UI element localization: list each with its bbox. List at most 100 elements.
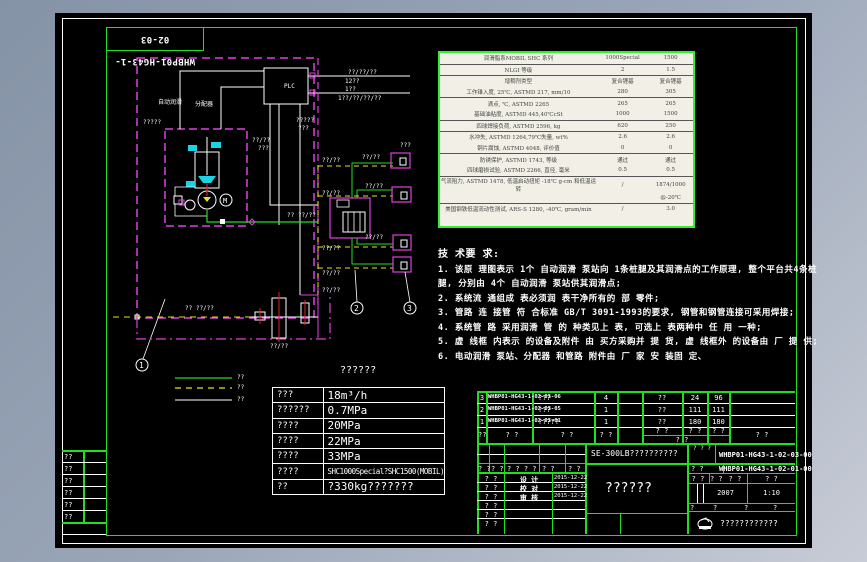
doc-no-label: ? ? ? [692,445,712,452]
outer-frame [62,18,806,544]
pump-sub: ??? [258,145,269,152]
signer-role: ? ? [484,520,498,528]
technical-requirements: 技 术要 求: 1. 该原 理图表示 1个 自动润滑 泵站向 1条桩腿及其润滑点… [438,248,819,364]
branch-label: ??/?? [322,245,341,252]
bom-header-qty: ? ? [599,431,613,439]
sheet-row: ? [690,504,695,512]
bom-code: WHBP01-HG43-1-02-03-01 [488,418,561,424]
lube-point [390,152,411,169]
branch-label: ??/?? [322,190,341,197]
balloon-3 [403,301,417,315]
param-row: ???18m³/h [272,386,446,404]
sheet-row: ? [744,504,749,512]
strip-label: ?? [64,477,73,485]
valve-group-label: 分配器 [195,101,214,108]
doc-no-1: WHBP01-HG43-1-02-03-00 [719,451,812,459]
requirement-line: 6. 电动润滑 泵站、分配器 和管路 附件由 厂 家 安 装固 定、 [438,351,707,362]
branch-label: ??/?? [365,183,384,190]
signer-name: 审 核 [519,494,539,502]
balloon-text: 3 [407,304,412,313]
requirement-line: 1. 该原 理图表示 1个 自动润滑 泵站向 1条桩腿及其润滑点的工作原理, 整… [438,264,818,275]
scale-value: 1:10 [763,489,780,497]
company-name: ???????????? [720,519,778,528]
spec-property: 润滑脂系MOBIL SHC 系列 [440,53,597,65]
param-value: 0.7MPa [322,402,446,419]
strip-label: ?? [64,453,73,461]
balloon-1 [135,358,149,372]
requirement-line: 4. 系统管 路 采用润滑 管 的 种类见上 表, 可选上 表两种中 任 用 一… [438,322,762,333]
bom-mat: ?? [657,394,667,402]
spec-property: NLGI 等级 [440,64,597,77]
distributor-box [329,197,371,239]
param-key: ?????? [272,402,324,419]
sheet-row: ? [713,504,718,512]
spec-property: 铜片腐蚀, ASTMD 4048, 评价值 [440,142,597,155]
rev-header: ? ? [568,465,581,473]
drawing-code-box: WHBP01-HG43-1-02-03 [106,27,204,66]
left-mid-label: ??? [298,125,309,132]
param-row: ????20MPa [272,417,446,434]
left-strip: ?? ?? ?? ?? ?? ?? [62,450,106,542]
spec-property: 滴点, ℃, ASTMD 2265 [487,101,550,108]
param-row: ??????0.7MPa [272,402,446,419]
balloon-text: 2 [354,304,359,313]
bom-header-remark: ? ? [755,431,769,439]
lube-point [392,256,412,273]
signer-role: ? ? [484,484,498,492]
strip-label: ?? [64,501,73,509]
spec-row: 气流阻力, ASTMD 1478, 低温启动扭矩 -18℃ g-cm 和低温运转… [440,176,693,193]
spec-value: 0 [648,142,693,155]
spec-value [596,192,649,205]
spec-value: 复合锂基 [659,79,682,86]
param-key: ???? [272,463,324,480]
bom-total-w: 111 [712,406,725,414]
spec-value: 0 [596,142,649,155]
spec-value: 3.0 [666,206,676,213]
spec-property: 增稠剂类型 [504,79,533,86]
spec-value: 0.5 [648,164,693,177]
params-title: ?????? [340,365,377,376]
requirements-title: 技 术要 求: [438,249,500,260]
signer-date: 2015-12-22 [554,475,588,481]
spec-property: 工作锥入度, 25℃, ASTMD 217, mm/10 [440,86,597,99]
param-value: 33MPa [322,448,446,465]
spec-property: 气流阻力, ASTMD 1478, 低温启动扭矩 -18℃ g-cm 和低温运转 [440,178,596,193]
project-title: SE-300LB?????????? [591,449,678,458]
spec-property: 美国钢铁低温流动性测试, ARS-S 1280, -40℃, gram/min [445,207,592,214]
system-params-table: ???18m³/h??????0.7MPa????20MPa????22MPa?… [272,386,446,496]
spec-value: 通过 [617,157,629,164]
plc-label: PLC [284,83,295,90]
spec-value: 复合锂基 [611,79,634,86]
bom-no: 3 [479,394,485,402]
bom-header-weight: ? ? [675,436,689,444]
rev-header: ? ? [491,465,504,473]
signer-role: ? ? [484,475,498,483]
requirement-line: 5. 虚 线框 内表示 的设备及附件 由 买方采购并 提 货, 虚 线框外 的设… [438,337,819,347]
signer-date: 2015-12-22 [554,484,588,490]
signer-name: 设 计 [519,476,539,484]
branch-label: ??/?? [322,270,341,277]
right-top-label: 12?? [345,78,360,85]
rev-header: ? ? [478,465,491,473]
spec-value: @-20℃ [648,192,693,205]
strip-label: ?? [64,489,73,497]
signer-name: 校 对 [519,485,539,493]
bom-header-mat: ? ? [655,427,669,435]
pump-station-box [164,128,248,227]
bom-qty: 1 [603,406,609,414]
bom-no: 1 [479,418,485,426]
legend-label: ?? [237,374,245,381]
spec-value: 通过 [665,157,677,164]
spec-value: 265 [617,100,628,107]
bom-header-code: ? ? [505,431,519,439]
requirement-line: 3. 管路 连 接管 符 合标准 GB/T 3091-1993的要求, 钢管和钢… [438,308,795,318]
cylinder-label: ??? [400,142,411,149]
param-value: 18m³/h [322,386,446,404]
